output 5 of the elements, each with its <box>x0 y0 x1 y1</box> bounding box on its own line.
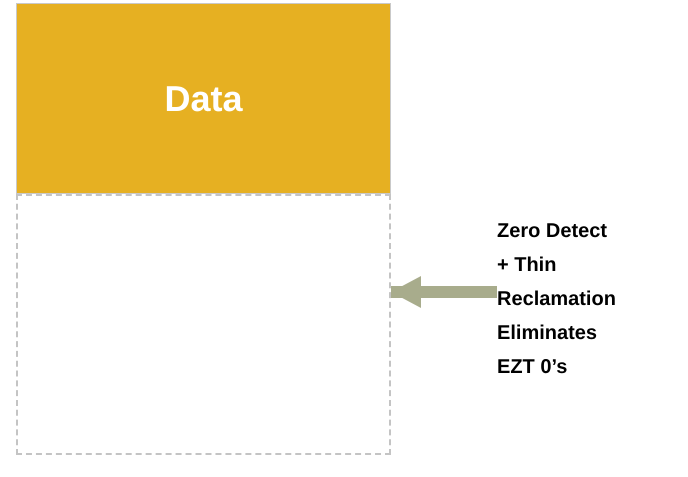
empty-box <box>16 194 391 455</box>
arrow <box>391 276 497 308</box>
annotation-text: Zero Detect + Thin Reclamation Eliminates EZT 0’s <box>497 214 618 384</box>
data-box <box>16 3 391 194</box>
box-title: Data <box>164 78 243 120</box>
